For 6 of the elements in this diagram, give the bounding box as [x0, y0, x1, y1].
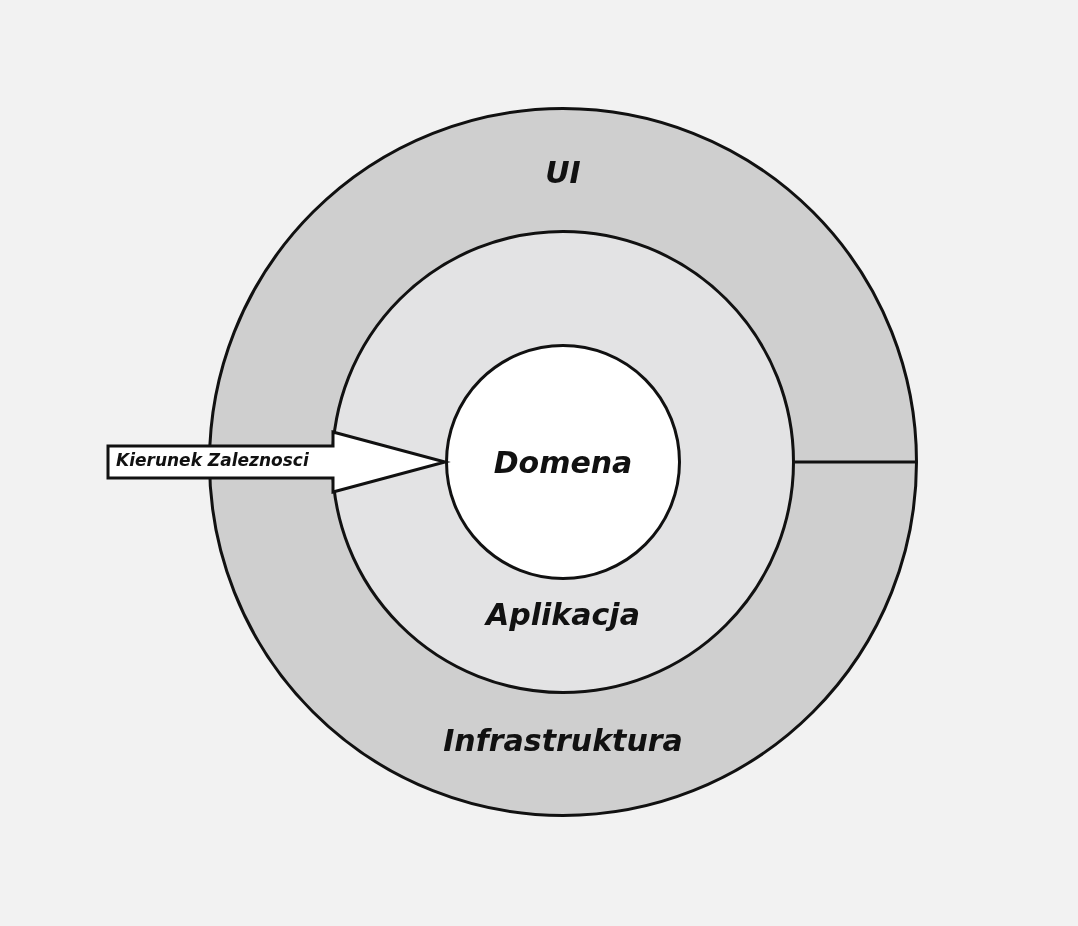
layer-label: UI — [545, 155, 581, 190]
layer-label: Infrastruktura — [443, 723, 683, 758]
block-arrow — [106, 430, 451, 494]
layer-label: Aplikacja — [486, 597, 640, 632]
layer-label: Domena — [493, 445, 633, 480]
edge-label: Kierunek Zaleznosci — [116, 450, 309, 470]
